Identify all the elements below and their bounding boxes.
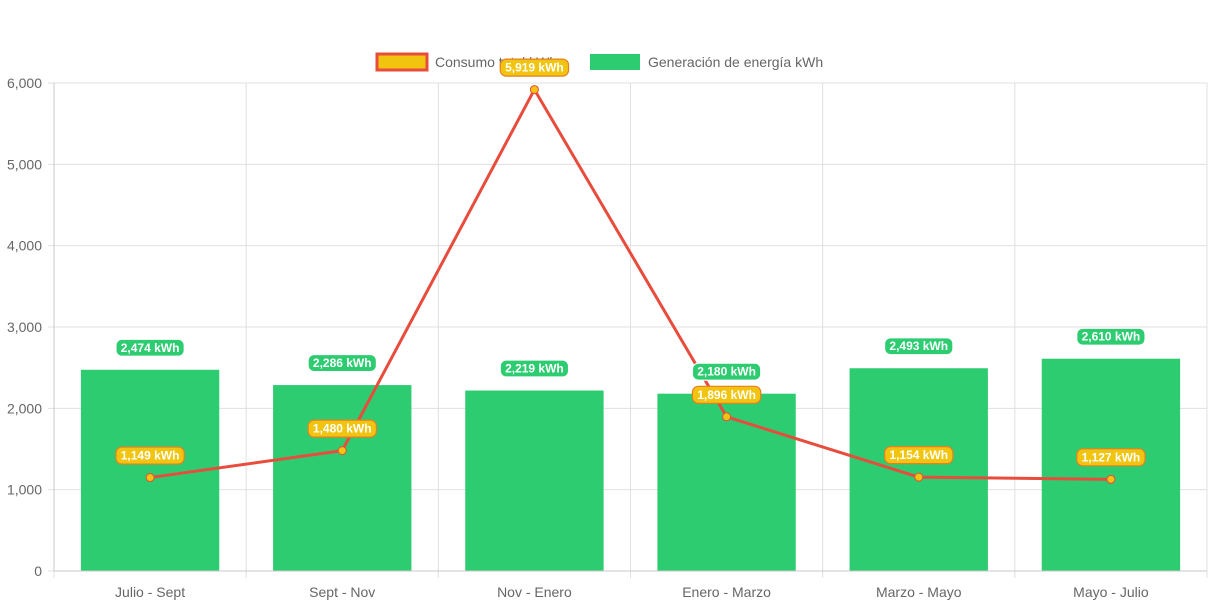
bar[interactable]: [273, 385, 412, 571]
line-point[interactable]: [145, 473, 155, 483]
line-data-label: 1,480 kWh: [313, 422, 372, 436]
line-data-label-bg: [115, 446, 185, 465]
bar[interactable]: [849, 368, 988, 571]
y-tick-label: 3,000: [7, 319, 42, 335]
line-point[interactable]: [337, 446, 347, 456]
bar[interactable]: [657, 393, 796, 571]
line-data-label-bg: [883, 446, 954, 465]
legend-swatch-generacion[interactable]: [590, 54, 640, 70]
bar[interactable]: [465, 390, 604, 571]
x-tick-label: Nov - Enero: [497, 584, 572, 600]
line-data-label-bg: [1076, 448, 1146, 467]
x-tick-label: Julio - Sept: [115, 584, 185, 600]
x-tick-label: Sept - Nov: [309, 584, 375, 600]
line-data-label-bg: [307, 419, 378, 438]
bar-data-label-bg: [307, 353, 378, 373]
bar-data-label: 2,219 kWh: [505, 362, 564, 376]
line-data-label: 1,896 kWh: [697, 388, 756, 402]
line-point[interactable]: [722, 412, 732, 422]
data-labels: 2,474 kWh 2,286 kWh 2,219 kWh 2,180 kWh 2,49…: [115, 58, 1146, 467]
bar-data-label-bg: [691, 362, 762, 381]
line-data-label: 5,919 kWh: [505, 61, 564, 75]
y-tick-label: 0: [34, 563, 42, 579]
bar-data-label: 2,180 kWh: [697, 365, 756, 379]
y-tick-label: 1,000: [7, 482, 42, 498]
bar-data-label-bg: [1076, 327, 1146, 346]
line-point[interactable]: [914, 472, 924, 482]
x-tick-label: Mayo - Julio: [1073, 584, 1149, 600]
bar-data-label: 2,474 kWh: [121, 341, 180, 355]
line-data-label-bg: [499, 58, 570, 77]
x-tick-label: Enero - Marzo: [682, 584, 771, 600]
legend-swatch-consumo[interactable]: [375, 52, 429, 72]
y-tick-label: 4,000: [7, 238, 42, 254]
line-data-label-bg: [691, 385, 762, 404]
bar-data-label-bg: [883, 337, 954, 356]
line-series: [145, 85, 1116, 484]
line-point[interactable]: [1106, 474, 1116, 484]
line-data-label: 1,154 kWh: [889, 448, 948, 462]
bar-data-label: 2,493 kWh: [889, 339, 948, 353]
consumption-line: [149, 88, 1111, 481]
bar-data-label-bg: [499, 359, 570, 378]
bar-data-label-bg: [115, 338, 185, 357]
grid: [48, 82, 1208, 578]
line-data-label: 1,149 kWh: [121, 449, 180, 463]
legend-label-generacion[interactable]: Generación de energía kWh: [648, 54, 823, 70]
y-tick-label: 6,000: [7, 75, 42, 91]
bar-data-label: 2,610 kWh: [1082, 330, 1141, 344]
line-data-label: 1,127 kWh: [1082, 450, 1141, 464]
line-point[interactable]: [529, 85, 539, 95]
y-tick-label: 2,000: [7, 400, 42, 416]
bar-data-label: 2,286 kWh: [313, 356, 372, 370]
x-tick-label: Marzo - Mayo: [876, 584, 962, 600]
y-tick-label: 5,000: [7, 156, 42, 172]
